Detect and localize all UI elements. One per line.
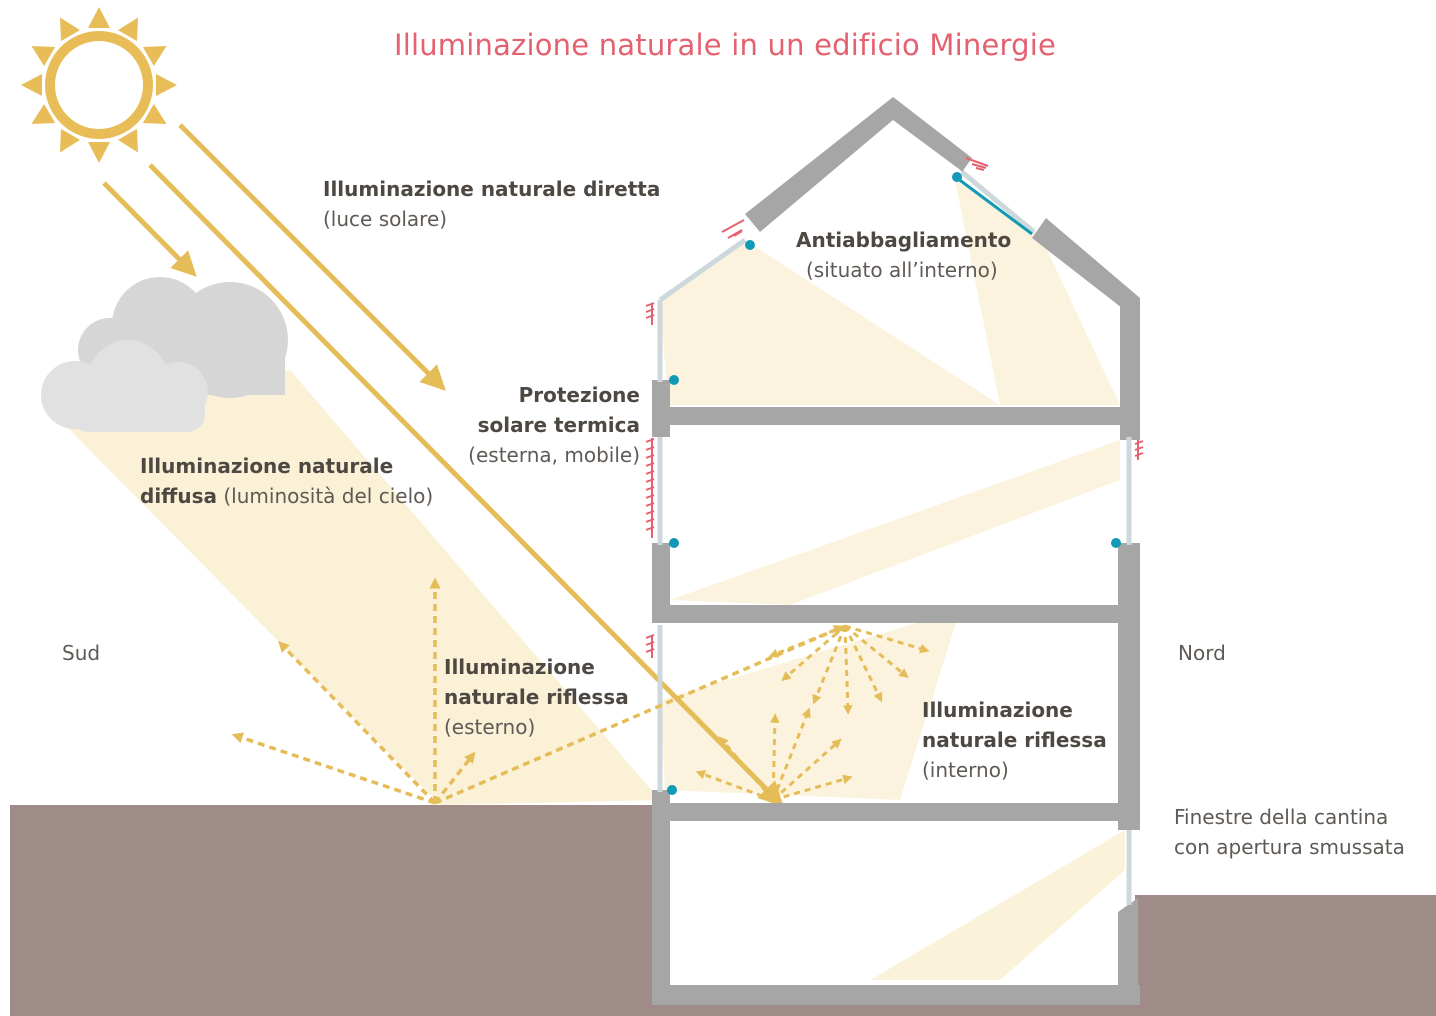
floor-attic: [652, 407, 1140, 425]
label-north: Nord: [1178, 641, 1226, 665]
floor-2: [652, 605, 1140, 623]
wall-north-attic: [1120, 300, 1140, 440]
label-diffuse-bold-1: Illuminazione naturale: [140, 454, 394, 478]
label-thermal-bold-2: solare termica: [477, 413, 640, 437]
label-basement-line-1: Finestre della cantina: [1174, 805, 1389, 829]
direct-sunlight-arrows: [102, 123, 784, 807]
label-antiglare-sub: (situato all’interno): [806, 258, 998, 282]
wall-north-floor-1: [1118, 610, 1140, 830]
reflected-arrows-exterior: [231, 577, 846, 805]
beam-floor-1: [660, 610, 960, 800]
diffuse-light-beam: [60, 370, 660, 805]
label-thermal-bold-1: Protezione: [518, 383, 640, 407]
label-direct-light-bold: Illuminazione naturale diretta: [323, 177, 661, 201]
label-reflected-ext-sub: (esterno): [444, 715, 536, 739]
wall-south-basement: [652, 803, 670, 1005]
label-diffuse-light: Illuminazione naturale diffusa (luminosi…: [140, 451, 433, 511]
sensor-dot: [669, 375, 679, 385]
label-south: Sud: [62, 641, 101, 665]
label-reflected-ext-bold-1: Illuminazione: [444, 655, 595, 679]
glare-blind: [956, 176, 1033, 236]
label-reflected-ext-bold-2: naturale riflessa: [444, 685, 629, 709]
wall-south-attic-pillar: [652, 380, 670, 437]
roof-right-top: [893, 97, 972, 172]
cloud-icon: [41, 277, 288, 432]
ground: [10, 805, 1436, 1016]
reflected-arrows-ceiling: [768, 624, 930, 715]
ground-north: [1135, 895, 1436, 1016]
label-reflected-int-sub: (interno): [922, 758, 1009, 782]
window-roof-north: [960, 170, 1036, 234]
diagram-title: Illuminazione naturale in un edificio Mi…: [393, 28, 1057, 62]
sensor-dot: [1111, 538, 1121, 548]
ground-under-house: [640, 1005, 1140, 1016]
label-thermal-sub: (esterna, mobile): [468, 443, 640, 467]
beam-upper-left: [660, 240, 1000, 405]
basement-floor: [652, 985, 1140, 1005]
label-reflected-exterior: Illuminazione naturale riflessa (esterno…: [444, 652, 629, 742]
sun-arrow-short: [102, 181, 197, 277]
house: [652, 97, 1140, 1005]
label-basement-windows: Finestre della cantina con apertura smus…: [1174, 802, 1405, 862]
label-reflected-int-bold-2: naturale riflessa: [922, 728, 1107, 752]
label-antiglare-bold: Antiabbagliamento: [796, 228, 1012, 252]
label-reflected-interior: Illuminazione naturale riflessa (interno…: [922, 695, 1107, 785]
wall-north-floor-2: [1118, 543, 1140, 623]
beam-floor-2: [670, 440, 1120, 605]
sensors: [667, 172, 1121, 795]
floor-1: [652, 803, 1140, 821]
label-diffuse-sub: (luminosità del cielo): [223, 484, 434, 508]
windows: [657, 170, 1132, 905]
roof-left: [745, 97, 968, 232]
wall-north-basement: [1118, 898, 1138, 1005]
sensor-dot: [952, 172, 962, 182]
sensor-dot: [669, 538, 679, 548]
wall-south-floor-2: [652, 543, 670, 623]
label-direct-light: Illuminazione naturale diretta (luce sol…: [323, 174, 660, 234]
label-basement-line-2: con apertura smussata: [1174, 835, 1405, 859]
sensor-dot: [667, 785, 677, 795]
window-roof-south: [658, 237, 747, 303]
beam-basement: [870, 830, 1125, 980]
ground-south: [10, 805, 665, 1016]
thermal-shading: [645, 157, 1144, 658]
sun-arrow-mid: [178, 123, 446, 391]
label-thermal-protection: Protezione solare termica (esterna, mobi…: [430, 380, 640, 470]
label-diffuse-bold-2: diffusa: [140, 484, 218, 508]
label-direct-light-sub: (luce solare): [323, 207, 448, 231]
light-beams: [60, 180, 1125, 980]
sensor-dot: [745, 240, 755, 250]
beam-upper-right: [955, 180, 1120, 405]
sun-icon: [21, 7, 177, 163]
reflected-arrows-interior-floor: [695, 707, 853, 802]
label-reflected-int-bold-1: Illuminazione: [922, 698, 1073, 722]
roof-right-lower: [1032, 218, 1140, 318]
sun-arrow-long: [148, 163, 784, 807]
label-antiglare: Antiabbagliamento (situato all’interno): [796, 225, 1011, 285]
